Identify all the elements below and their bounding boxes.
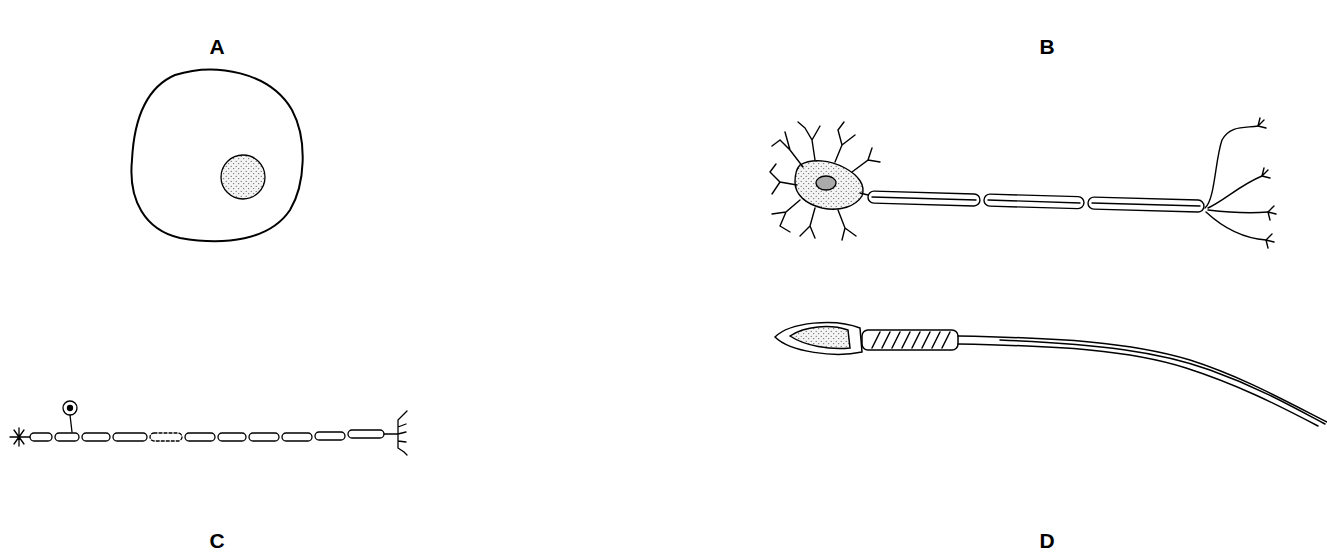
neuron-c	[10, 401, 407, 455]
cell-body	[63, 401, 77, 415]
figure-letter: A	[209, 35, 224, 59]
midpiece	[862, 330, 958, 350]
cell-body	[795, 161, 863, 210]
head	[775, 322, 862, 354]
neuron-b	[770, 118, 1276, 248]
tail	[958, 336, 1327, 426]
cell-a	[131, 70, 302, 242]
figure-letter: D	[1039, 529, 1054, 553]
axon-terminals	[1205, 118, 1276, 248]
cell-body-stalk	[70, 415, 72, 432]
mitochondria	[872, 332, 950, 348]
nucleus	[221, 155, 265, 199]
motor-end-plate	[384, 411, 407, 455]
myelinated-axon	[860, 191, 1204, 212]
sperm-d	[775, 322, 1327, 426]
dendrites	[770, 122, 880, 240]
dendrite-tuft	[10, 428, 30, 446]
cell-membrane	[131, 70, 302, 242]
nucleus	[68, 406, 73, 411]
nucleus	[816, 176, 836, 190]
nucleus	[790, 327, 850, 349]
myelin-segments	[30, 430, 384, 441]
figure-letter: C	[209, 529, 224, 553]
figure-letter: B	[1039, 35, 1054, 59]
